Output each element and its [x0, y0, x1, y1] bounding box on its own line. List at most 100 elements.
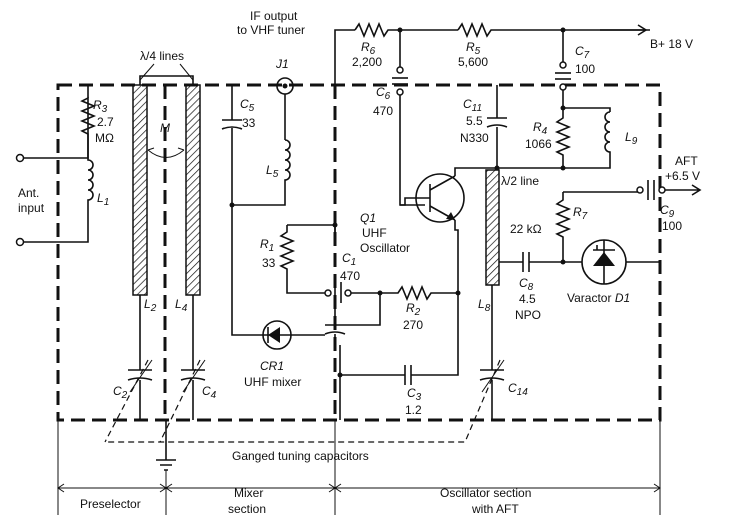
label-c7-value: 100 — [575, 62, 595, 76]
line-l4 — [185, 84, 201, 296]
label-c9-value: 100 — [662, 219, 682, 233]
resistor-r6 — [354, 21, 458, 39]
capacitor-c3 — [404, 365, 412, 385]
label-r3-value-2: MΩ — [95, 131, 114, 145]
resistor-r5 — [457, 21, 650, 39]
label-l2: L2 — [144, 297, 157, 314]
label-l1: L1 — [97, 191, 109, 208]
label-c1: C1 — [342, 251, 356, 268]
label-cr1-function: UHF mixer — [244, 375, 301, 389]
label-c8-value-2: NPO — [515, 308, 541, 322]
label-r4: R4 — [533, 120, 548, 137]
inductor-l5 — [284, 139, 291, 190]
label-section-preselector: Preselector — [80, 497, 141, 511]
capacitor-c1 — [334, 282, 342, 303]
lambda4-pointer-1 — [139, 63, 155, 81]
label-c11-value-2: N330 — [460, 131, 489, 145]
label-c4: C4 — [202, 384, 217, 401]
label-r3-value-1: 2.7 — [97, 115, 114, 129]
label-c6-value: 470 — [373, 104, 393, 118]
line-l2 — [132, 84, 148, 296]
label-r7-value: 22 kΩ — [510, 222, 542, 236]
label-r5: R5 — [466, 40, 481, 57]
capacitor-c6 — [392, 66, 408, 96]
label-q1-type: UHF — [362, 226, 387, 240]
capacitor-c5 — [221, 119, 243, 130]
inductor-l9 — [563, 111, 611, 169]
label-varactor: Varactor D1 — [567, 291, 630, 305]
gang-link-2 — [159, 359, 201, 443]
capacitor-c14 — [479, 359, 505, 420]
label-c7: C7 — [575, 44, 590, 61]
label-ganged: Ganged tuning capacitors — [232, 449, 369, 463]
label-r2-value: 270 — [403, 318, 423, 332]
label-b-plus: B+ 18 V — [650, 37, 693, 51]
label-c5-value: 33 — [242, 116, 256, 130]
label-section-mixer-1: Mixer — [234, 486, 263, 500]
capacitor-c9 — [636, 180, 666, 200]
resistor-r3 — [79, 96, 97, 150]
capacitor-c4 — [180, 359, 206, 420]
label-c8-value-1: 4.5 — [519, 292, 536, 306]
label-section-oscillator-2: with AFT — [471, 502, 519, 516]
label-r1: R1 — [260, 237, 274, 254]
label-c2: C2 — [113, 384, 128, 401]
label-m: M — [160, 121, 170, 135]
label-c8: C8 — [519, 276, 534, 293]
label-lambda2: λ/2 line — [501, 174, 539, 188]
label-q1-function: Oscillator — [360, 241, 410, 255]
label-c3-value: 1.2 — [405, 403, 422, 417]
ground-symbol — [156, 420, 176, 471]
label-c11-value-1: 5.5 — [466, 114, 483, 128]
label-c3: C3 — [407, 386, 422, 403]
label-c14: C14 — [508, 381, 528, 398]
label-r5-value: 5,600 — [458, 55, 488, 69]
label-r4-value: 1066 — [525, 137, 552, 151]
line-l8 — [485, 169, 500, 286]
b-plus-arrow — [600, 24, 648, 36]
lambda4-pointer-2 — [179, 63, 194, 81]
resistor-r7 — [554, 192, 572, 262]
label-cr1: CR1 — [260, 359, 284, 373]
label-c6: C6 — [376, 85, 391, 102]
resistor-r4 — [554, 108, 572, 168]
diode-cr1 — [262, 320, 292, 350]
label-r2: R2 — [406, 301, 421, 318]
label-q1: Q1 — [360, 211, 376, 225]
transistor-q1 — [410, 173, 465, 223]
dim-arrow-oscillator — [334, 483, 661, 493]
label-l9: L9 — [625, 130, 638, 147]
gang-link-1 — [104, 359, 149, 443]
mutual-coupling-arc — [147, 149, 185, 158]
label-aft-2: +6.5 V — [665, 169, 700, 183]
label-if-output-2: to VHF tuner — [237, 23, 305, 37]
dim-arrow-preselector — [57, 483, 167, 493]
label-section-mixer-2: section — [228, 502, 266, 516]
label-r3: R3 — [93, 98, 108, 115]
label-c5: C5 — [240, 97, 255, 114]
label-r7: R7 — [573, 205, 588, 222]
capacitor-c8 — [522, 252, 530, 272]
label-r1-value: 33 — [262, 256, 276, 270]
label-c9: C9 — [660, 203, 675, 220]
label-r6: R6 — [361, 40, 376, 57]
capacitor-c7 — [555, 61, 571, 91]
inductor-l1 — [87, 150, 94, 215]
label-ant-1: Ant. — [18, 186, 39, 200]
label-ant-2: input — [18, 201, 45, 215]
varactor-d1 — [581, 239, 627, 285]
capacitor-c11 — [486, 117, 508, 128]
antenna-input — [15, 112, 89, 247]
resistor-r1 — [278, 225, 328, 294]
label-section-oscillator-1: Oscillator section — [440, 486, 531, 500]
label-j1: J1 — [275, 57, 289, 71]
label-l8: L8 — [478, 297, 491, 314]
resistor-r2 — [380, 284, 458, 302]
label-c11: C11 — [463, 97, 482, 114]
label-c1-value: 470 — [340, 269, 360, 283]
aft-arrow — [665, 184, 702, 196]
label-if-output-1: IF output — [250, 9, 298, 23]
label-l5: L5 — [266, 163, 279, 180]
label-r6-value: 2,200 — [352, 55, 382, 69]
